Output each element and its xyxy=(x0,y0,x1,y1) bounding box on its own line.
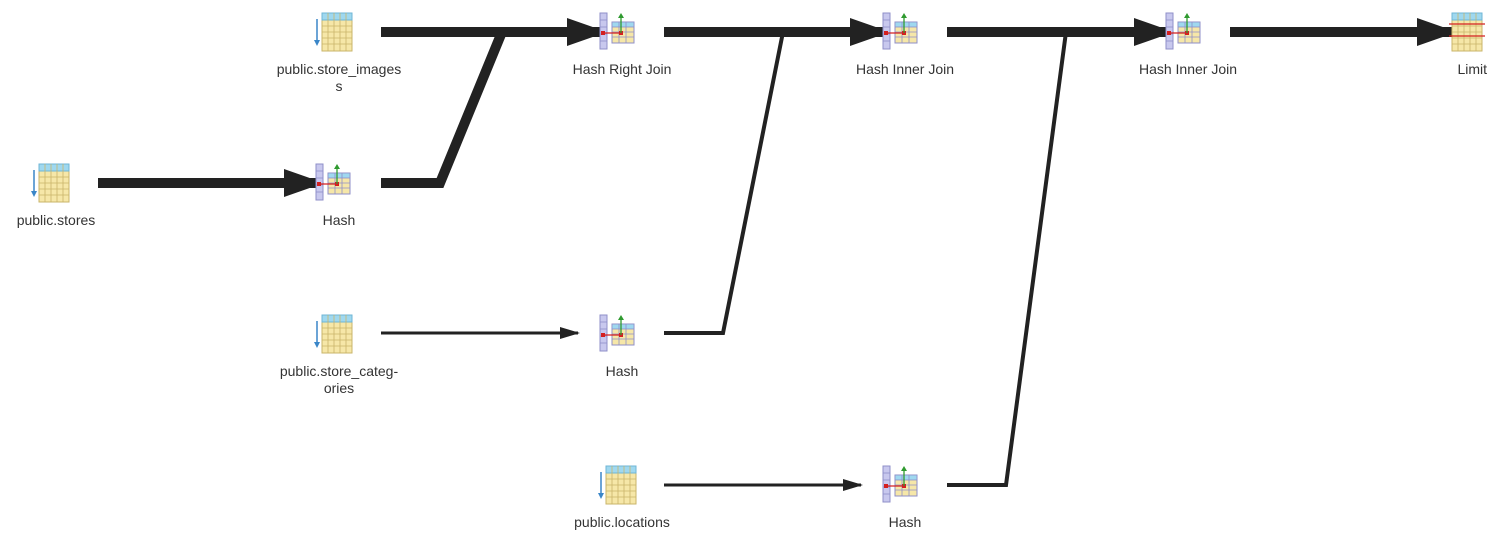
node-locations[interactable] xyxy=(598,465,637,505)
node-label-stores: public.stores xyxy=(16,212,96,228)
node-label-hash-3: Hash xyxy=(888,514,922,530)
edge-hash-to-hash-right-join xyxy=(381,30,507,188)
node-hash-inner-join-2[interactable] xyxy=(1165,12,1201,50)
table-scan-icon xyxy=(598,465,637,505)
node-label-limit: Limit xyxy=(1457,61,1487,77)
hash-icon xyxy=(882,465,918,503)
node-label-store-categories: public.store_categ- ories xyxy=(279,363,399,396)
hash-join-icon xyxy=(1165,12,1201,50)
node-hash-right-join[interactable] xyxy=(599,12,635,50)
node-stores[interactable] xyxy=(31,163,70,203)
hash-icon xyxy=(315,163,351,201)
edge-hash-to-hash-inner-join-2 xyxy=(947,31,1068,487)
limit-icon xyxy=(1449,12,1485,52)
table-scan-icon xyxy=(314,12,353,52)
node-label-hash-right-join: Hash Right Join xyxy=(572,61,672,77)
node-store-images[interactable] xyxy=(314,12,353,52)
table-scan-icon xyxy=(314,314,353,354)
node-label-hash-inner-join-1: Hash Inner Join xyxy=(855,61,955,77)
plan-nodes xyxy=(31,12,1485,505)
node-hash-2[interactable] xyxy=(599,314,635,352)
node-store-categories[interactable] xyxy=(314,314,353,354)
edge-hash-to-hash-inner-join-1 xyxy=(664,31,785,335)
node-hash-inner-join-1[interactable] xyxy=(882,12,918,50)
node-hash-3[interactable] xyxy=(882,465,918,503)
node-hash-1[interactable] xyxy=(315,163,351,201)
table-scan-icon xyxy=(31,163,70,203)
node-label-locations: public.locations xyxy=(574,514,670,530)
hash-icon xyxy=(599,314,635,352)
node-limit[interactable] xyxy=(1449,12,1485,52)
node-label-hash-1: Hash xyxy=(322,212,356,228)
plan-edges xyxy=(98,18,1457,491)
hash-join-icon xyxy=(599,12,635,50)
node-label-store-images: public.store_images s xyxy=(276,61,402,94)
node-label-hash-2: Hash xyxy=(605,363,639,379)
hash-join-icon xyxy=(882,12,918,50)
node-label-hash-inner-join-2: Hash Inner Join xyxy=(1138,61,1238,77)
